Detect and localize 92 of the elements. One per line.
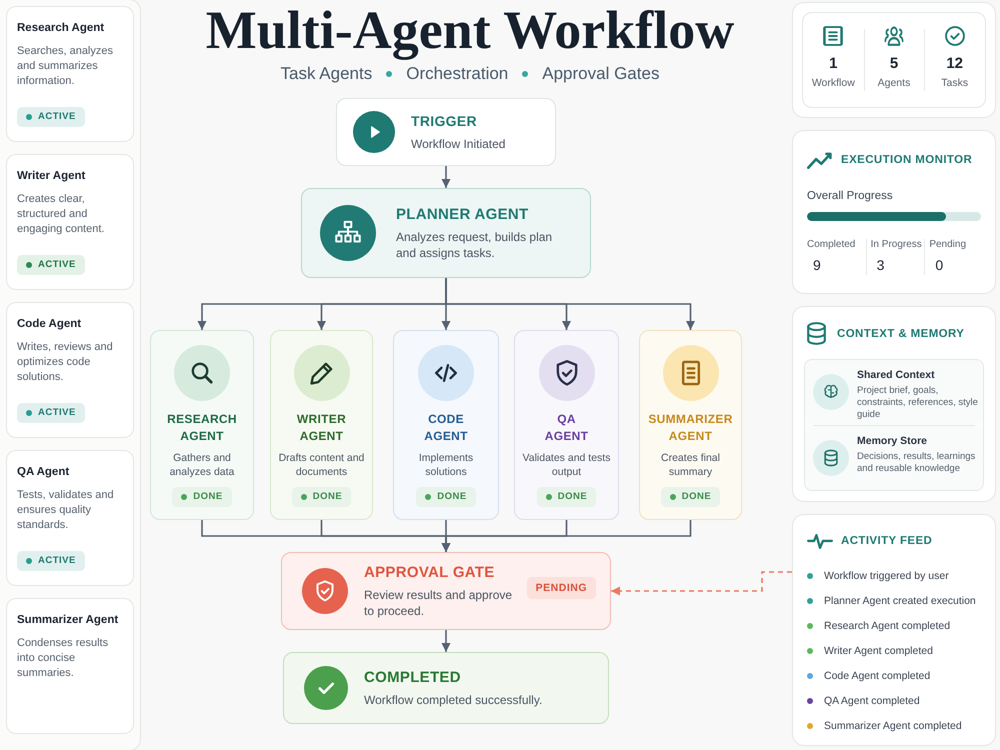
connector-arrow [442,520,692,552]
card-title: Code Agent [17,317,82,332]
card-description: Condenses results into concise summaries. [17,636,110,681]
stat-value: 9 [813,257,821,274]
card-description: Searches, analyzes and summarizes information. [17,44,114,89]
feed-item: Writer Agent completed [824,644,933,658]
status-label: ACTIVE [38,555,76,567]
stat-value: 5 [890,55,898,73]
agent-card [514,330,619,520]
agent-card [6,598,134,734]
step-description: Workflow completed successfully. [364,692,542,708]
status-label: ACTIVE [38,259,76,271]
stat-label: Agents [878,77,910,90]
agent-title: RESEARCH AGENT [167,411,237,445]
step-description: Workflow Initiated [411,136,506,152]
panel-heading: ACTIVITY FEED [841,534,932,549]
agent-card [6,154,134,290]
status-label: ACTIVE [38,407,76,419]
panel-heading: CONTEXT & MEMORY [837,327,964,342]
stats-card [802,12,986,108]
step-title: COMPLETED [364,668,461,687]
item-title: Shared Context [857,369,935,382]
stat-label: Workflow [812,77,855,90]
subtitle-text: Approval Gates [542,63,660,84]
agent-card [6,6,134,142]
status-label: DONE [193,491,223,503]
agent-card [393,330,499,520]
stat-label: Tasks [941,77,968,90]
activity-panel [792,514,996,746]
stat-value: 0 [935,257,944,274]
agent-title: QA AGENT [544,411,588,445]
agent-description: Implements solutions [418,451,474,479]
card-title: QA Agent [17,465,70,480]
feed-item: Research Agent completed [824,619,950,633]
agent-card [639,330,742,520]
panel-heading: EXECUTION MONITOR [841,153,972,168]
agent-card [270,330,373,520]
trigger-box [336,98,556,166]
card-title: Summarizer Agent [17,613,118,628]
status-label: DONE [312,491,342,503]
feed-item: Summarizer Agent completed [824,719,962,733]
feed-item: QA Agent completed [824,694,920,708]
feed-item: Workflow triggered by user [824,569,949,583]
step-description: Review results and approve to proceed. [364,587,514,619]
card-description: Writes, reviews and optimizes code solutions. [17,340,114,385]
subtitle-text: Orchestration [406,63,508,84]
stat-value: 12 [946,55,963,73]
agent-description: Gathers and analyzes data [168,451,236,479]
agent-title: WRITER AGENT [296,411,346,445]
process-box [301,188,591,278]
item-title: Memory Store [857,435,928,448]
status-label: DONE [682,491,712,503]
stat-label: Pending [929,239,966,251]
dashed-arrow [611,571,792,596]
agent-description: Validates and tests output [522,451,612,479]
item-description: Decisions, results, learnings and reusable knowledge [857,451,976,475]
stat-label: Completed [807,239,856,251]
agent-card [6,450,134,586]
status-label: ACTIVE [38,111,76,123]
agent-card [150,330,254,520]
agent-card [6,302,134,438]
page-title: Multi-Agent Workflow [206,0,734,60]
stat-value: 1 [829,55,838,73]
card-description: Creates clear, structured and engaging content. [17,192,106,237]
card-title: Writer Agent [17,169,86,184]
process-box [283,652,609,724]
connector-arrow [442,166,450,188]
agent-description: Creates final summary [660,451,721,479]
progress-label: Overall Progress [807,189,893,203]
stat-value: 3 [876,257,884,274]
step-title: PLANNER AGENT [396,205,529,224]
item-description: Project brief, goals, constraints, references, style guide [857,385,979,421]
connector-arrow [445,278,695,330]
subtitle-text: Task Agents [280,63,372,84]
memory-panel [792,306,996,502]
stat-label: In Progress [870,239,922,251]
card-description: Tests, validates and ensures quality standards. [17,488,115,533]
status-label: DONE [437,491,467,503]
monitor-panel [792,130,996,294]
connector-arrow [442,630,450,652]
status-label: PENDING [526,577,596,599]
feed-item: Planner Agent created execution [824,594,976,608]
agent-description: Drafts content and documents [278,451,366,479]
approval-box [281,552,611,630]
card-title: Research Agent [17,21,104,36]
step-title: APPROVAL GATE [364,563,495,582]
step-description: Analyzes request, builds plan and assigns tasks. [396,229,554,261]
step-title: TRIGGER [411,112,477,131]
feed-item: Code Agent completed [824,669,930,683]
status-label: DONE [558,491,588,503]
agent-title: CODE AGENT [424,411,468,445]
agent-title: SUMMARIZER AGENT [648,411,733,445]
